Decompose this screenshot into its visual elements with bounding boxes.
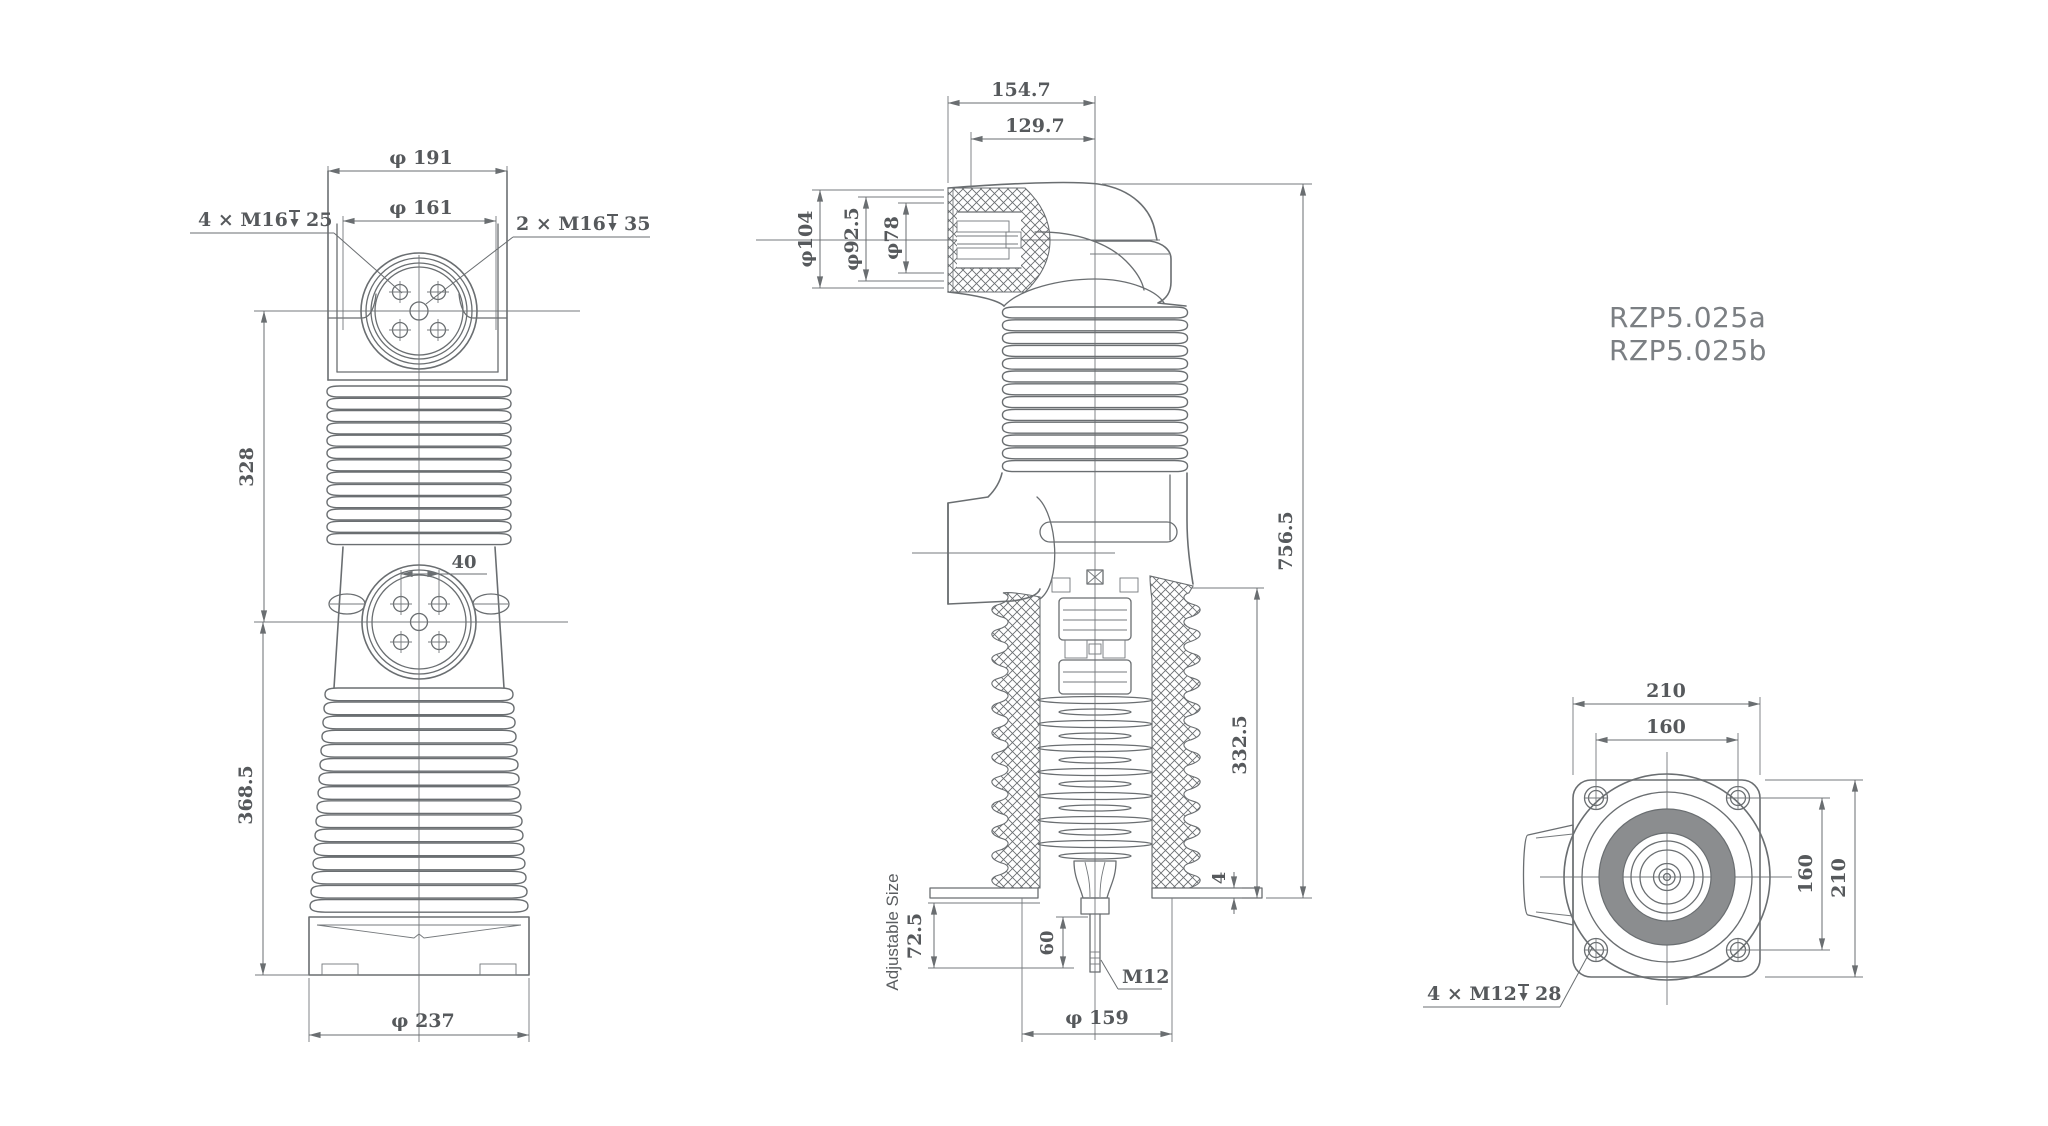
side-dia-skirt-label: φ 159 [1065, 1007, 1128, 1029]
front-bolt-spacing-label: 40 [451, 552, 476, 573]
dim-front-bolt-spacing: 40 [400, 552, 487, 598]
front-height-upper-label: 328 [236, 447, 258, 487]
dim-front-dia-base: φ 237 [308, 978, 530, 1042]
front-height-lower-label: 368.5 [235, 765, 257, 825]
side-plate-thickness-label: 4 [1209, 872, 1230, 885]
side-adjustable-range-label: 72.5 [904, 913, 926, 959]
dim-bottom-width-outer: 210 [1572, 680, 1761, 775]
dim-side-dia-skirt: φ 159 [1021, 898, 1173, 1042]
dim-side-height-total: 756.5 [1102, 183, 1312, 899]
side-view: 154.7 129.7 φ104 φ92.5 φ78 [756, 79, 1312, 1042]
side-bushing-socket [947, 187, 1051, 293]
side-stem-thread-label: M12 [1122, 966, 1169, 988]
dim-front-height-upper: 328 [236, 310, 268, 623]
front-top-center-hole [409, 301, 429, 321]
dim-bottom-height-outer: 210 [1765, 779, 1863, 978]
bottom-bolt-spacing-v-label: 160 [1795, 854, 1817, 894]
side-lower-housing [947, 472, 1194, 605]
dim-side-plate-thickness: 4 [1200, 872, 1242, 914]
dim-side-stem-length: 60 [1037, 916, 1088, 969]
model-label-b: RZP5.025b [1609, 334, 1767, 367]
bottom-side-tab [1522, 824, 1574, 926]
front-view: φ 191 φ 161 4 × M16 25 2 × M16 35 [190, 147, 650, 1042]
side-adjustable-label: Adjustable Size [883, 873, 902, 990]
side-elbow-housing [947, 181, 1187, 307]
bottom-height-outer-label: 210 [1828, 858, 1850, 898]
side-dia-bore-label: φ78 [881, 216, 903, 260]
front-thread-top-depth: 25 [306, 209, 332, 231]
side-width-total-label: 154.7 [991, 79, 1051, 101]
front-mid-flange [328, 546, 510, 689]
bottom-bolt-spacing-h-label: 160 [1646, 716, 1686, 738]
side-skirt-section [991, 575, 1201, 889]
model-labels: RZP5.025a RZP5.025b [1609, 301, 1767, 367]
side-width-inner-label: 129.7 [1005, 115, 1065, 137]
bottom-flange-body [1522, 773, 1771, 981]
front-thread-center-depth: 35 [624, 213, 650, 235]
bottom-view: 210 160 160 210 4 × M12 28 [1423, 680, 1863, 1008]
dim-front-dia-top-outer: φ 191 [327, 147, 508, 190]
callout-front-thread-top: 4 × M16 25 [190, 209, 403, 294]
dim-front-dia-top-inner: φ 161 [342, 197, 497, 330]
bottom-thread-depth: 28 [1535, 983, 1561, 1005]
bottom-width-outer-label: 210 [1646, 680, 1686, 702]
dim-side-dia-mid: φ92.5 [841, 196, 944, 282]
front-top-flange [360, 252, 478, 370]
dim-side-width-total: 154.7 [947, 79, 1096, 183]
side-interrupter-assembly [1037, 569, 1153, 973]
dim-side-dia-bushing: φ104 [795, 189, 944, 289]
side-height-total-label: 756.5 [1275, 511, 1297, 571]
dim-bottom-bolt-spacing-v: 160 [1750, 797, 1830, 951]
side-dia-bushing-label: φ104 [795, 211, 817, 268]
side-height-lower-label: 332.5 [1229, 715, 1251, 775]
dim-side-width-inner: 129.7 [970, 115, 1096, 188]
model-label-a: RZP5.025a [1609, 301, 1766, 334]
callout-bottom-thread: 4 × M12 28 [1423, 947, 1593, 1008]
front-dia-base-label: φ 237 [391, 1010, 454, 1032]
callout-side-stem-thread: M12 [1100, 959, 1169, 990]
side-dia-mid-label: φ92.5 [841, 207, 863, 270]
front-base [308, 916, 530, 976]
front-thread-center-label: 2 × M16 [516, 213, 606, 235]
front-dia-top-outer-label: φ 191 [389, 147, 452, 169]
callout-front-thread-center: 2 × M16 35 [425, 213, 650, 305]
bottom-seal-ring [1598, 808, 1736, 946]
dim-side-dia-bore: φ78 [881, 202, 944, 274]
dim-side-adjustable: 72.5 Adjustable Size [883, 873, 1074, 991]
front-thread-top-label: 4 × M16 [198, 209, 288, 231]
dim-bottom-bolt-spacing-h: 160 [1595, 716, 1739, 788]
dim-side-height-lower: 332.5 [1192, 587, 1264, 899]
dim-front-height-lower: 368.5 [235, 621, 309, 976]
front-dia-top-inner-label: φ 161 [389, 197, 452, 219]
bottom-thread-label: 4 × M12 [1427, 983, 1517, 1005]
side-stem-length-label: 60 [1037, 930, 1058, 955]
